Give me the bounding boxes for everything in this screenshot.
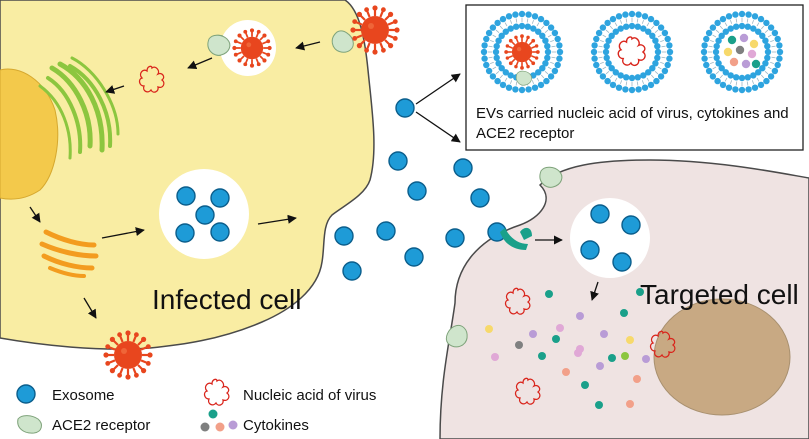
exosome-icon [175, 223, 195, 243]
exosome-icon [590, 204, 610, 224]
exosome-icon [388, 151, 408, 171]
targeted-cell-label: Targeted cell [640, 279, 799, 310]
infected-nucleus [0, 68, 59, 200]
legend-nucleic-acid-label: Nucleic acid of virus [243, 387, 376, 404]
endosome-target [570, 198, 650, 278]
targeted-nucleus [653, 298, 791, 416]
exosome-icon [210, 222, 230, 242]
exosome-icon [395, 98, 415, 118]
inset-vesicles [480, 10, 784, 94]
ace2-receptor-icon [515, 70, 532, 86]
cytokine-dot [723, 47, 733, 57]
legend: Exosome ACE2 receptor Nucleic acid of vi… [16, 378, 376, 434]
cytokine-dot [747, 49, 757, 59]
inset-vesicle-3 [700, 10, 784, 94]
exosome-icon [470, 188, 490, 208]
exosome-icon [176, 186, 196, 206]
cytokine-dot [751, 59, 761, 69]
mitochondria-icon [39, 229, 99, 278]
exosome-icon [580, 240, 600, 260]
inset-vesicle-2 [590, 10, 674, 94]
inset-vesicle-1 [480, 10, 564, 94]
legend-exosome-icon [16, 384, 36, 404]
ace2-receptor-icon [207, 34, 231, 56]
cytokine-dot [749, 39, 759, 49]
virus-icon [349, 4, 401, 56]
legend-exosome-label: Exosome [52, 387, 115, 404]
cytokine-dot [727, 35, 737, 45]
exosome-icon [376, 221, 396, 241]
virus-icon [102, 329, 154, 381]
virus-icon [503, 33, 541, 71]
infected-cell-label: Infected cell [152, 284, 301, 315]
exosome-icon [210, 188, 230, 208]
cytokine-cluster [485, 288, 650, 409]
virus-icon [231, 27, 273, 69]
exosome-icon [195, 205, 215, 225]
exosome-icon [612, 252, 632, 272]
exosome-icon [404, 247, 424, 267]
cytokine-dot [739, 33, 749, 43]
exosome-icon [334, 226, 354, 246]
exosome-icon [342, 261, 362, 281]
cytokine-dot [741, 59, 751, 69]
bound-receptor [500, 227, 532, 250]
exosome-icon [407, 181, 427, 201]
inset-caption-line1: EVs carried nucleic acid of virus, cytok… [476, 105, 789, 122]
golgi-icon [38, 56, 120, 160]
legend-nucleic-acid-icon [203, 378, 230, 406]
exosome-icon [621, 215, 641, 235]
pathway-arrows [29, 41, 599, 319]
cytokine-dot [735, 45, 745, 55]
legend-cytokine-icon [200, 409, 238, 432]
ace2-receptor-icon [539, 166, 563, 188]
exosome-icon [445, 228, 465, 248]
cytokine-dot [729, 57, 739, 67]
exosome-icon [453, 158, 473, 178]
legend-ace2-label: ACE2 receptor [52, 417, 150, 434]
inset-caption-line2: ACE2 receptor [476, 125, 574, 142]
legend-cytokines-label: Cytokines [243, 417, 309, 434]
legend-ace2-icon [17, 415, 42, 434]
